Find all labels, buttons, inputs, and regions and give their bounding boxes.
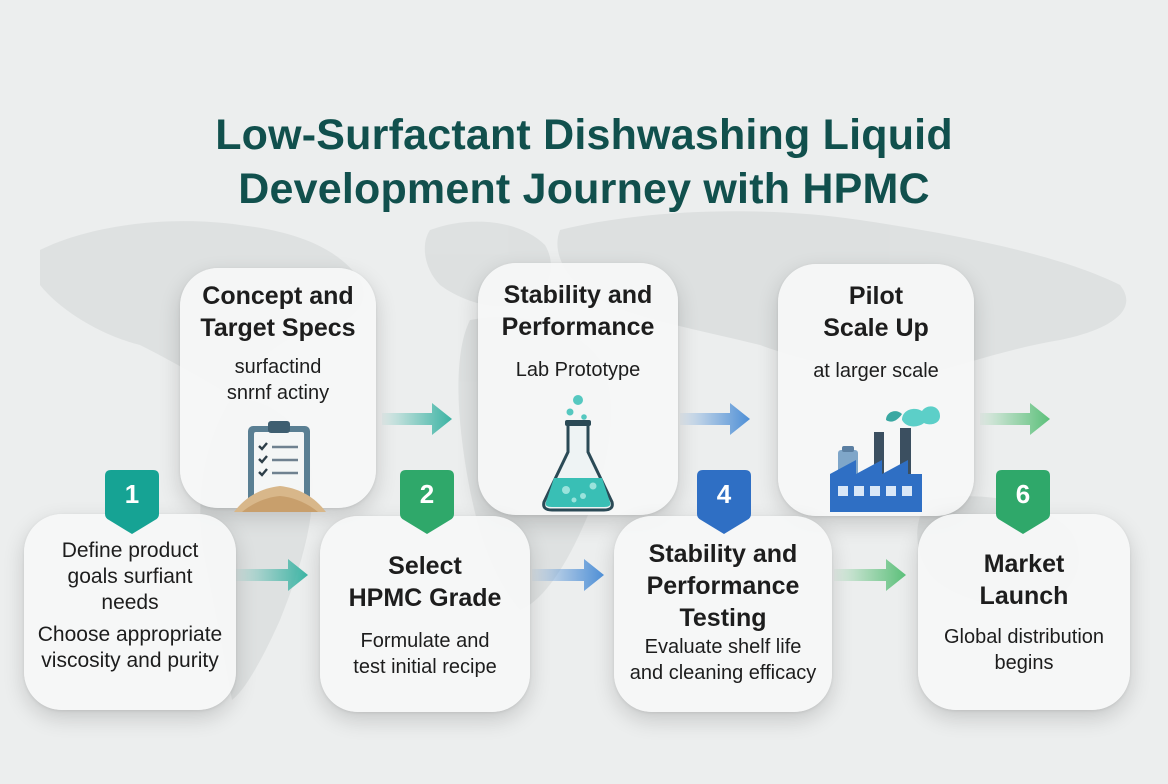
card-text-line: Lab Prototype (515, 359, 641, 381)
card-heading-line: Performance (501, 313, 655, 341)
step-number: 2 (419, 479, 435, 509)
card-text-line: surfactind (234, 356, 322, 378)
card-heading-line: Select (388, 552, 462, 580)
arrow-right-icon (236, 559, 308, 591)
card-market-launch: Market Launch Global distribution begins (918, 514, 1130, 710)
card-heading-line: Scale Up (823, 314, 929, 342)
badge-shape (996, 470, 1050, 534)
card-text-line: Global distribution (943, 626, 1105, 648)
card-heading-line: Testing (679, 604, 767, 632)
card-stability-performance-testing: Stability and Performance Testing Evalua… (614, 516, 832, 712)
card-heading-line: Target Specs (200, 314, 356, 342)
card-text-line: snrnf actiny (226, 382, 330, 404)
card-text-line: needs (101, 591, 159, 614)
card-define-goals: Define product goals surfiant needs Choo… (24, 514, 236, 710)
badge-shape (105, 470, 159, 534)
card-select-hpmc-grade: Select HPMC Grade Formulate and test ini… (320, 516, 530, 712)
card-heading-line: Concept and (202, 282, 354, 310)
card-text-line: Define product (61, 539, 199, 562)
card-heading-line: Stability and (503, 281, 653, 309)
card-text-line: Formulate and (360, 630, 490, 652)
arrow-right-icon (532, 559, 604, 591)
card-text-line: goals surfiant (67, 565, 193, 588)
step-number: 1 (124, 479, 140, 509)
card-heading-line: HPMC Grade (348, 584, 502, 612)
factory-icon (830, 406, 940, 512)
card-heading-line: Performance (646, 572, 800, 600)
card-pilot-scale-up: Pilot Scale Up at larger scale (778, 264, 974, 516)
step-badge: 1 (105, 470, 159, 534)
arrow-right-icon (834, 559, 906, 591)
card-heading-line: Launch (979, 582, 1069, 610)
clipboard-checklist-icon (234, 421, 326, 512)
card-heading-line: Pilot (848, 282, 904, 310)
flask-icon (542, 395, 614, 512)
step-number: 6 (1015, 479, 1031, 509)
badge-shape (697, 470, 751, 534)
card-text-line: Choose appropriate (37, 623, 223, 646)
card-text-line: at larger scale (813, 360, 939, 382)
page-title: Low-Surfactant Dishwashing Liquid Develo… (0, 108, 1168, 216)
arrow-right-icon (382, 403, 452, 435)
title-line-1: Low-Surfactant Dishwashing Liquid (215, 111, 953, 159)
card-text-line: Evaluate shelf life (644, 636, 802, 658)
card-text-line: viscosity and purity (41, 649, 219, 672)
card-text-line: begins (994, 652, 1054, 674)
badge-shape (400, 470, 454, 534)
step-badge: 6 (996, 470, 1050, 534)
arrow-right-icon (680, 403, 750, 435)
title-line-2: Development Journey with HPMC (238, 165, 930, 213)
step-badge: 2 (400, 470, 454, 534)
card-text-line: test initial recipe (353, 656, 497, 678)
card-heading-line: Market (983, 550, 1065, 578)
step-number: 4 (716, 479, 732, 509)
arrow-right-icon (980, 403, 1050, 435)
step-badge: 4 (697, 470, 751, 534)
card-text-line: and cleaning efficacy (629, 662, 817, 684)
card-heading-line: Stability and (648, 540, 798, 568)
